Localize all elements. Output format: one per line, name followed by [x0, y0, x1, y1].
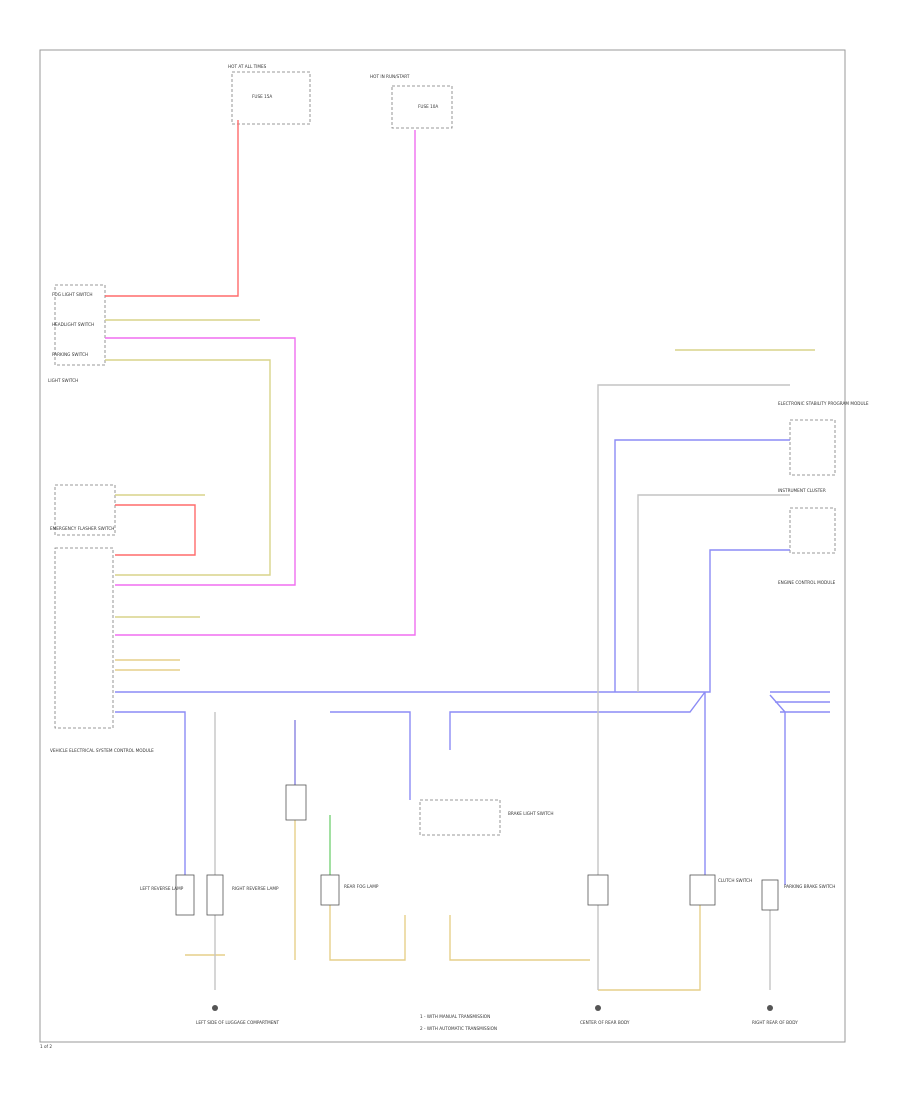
fuse-center-name: FUSE 10A	[418, 104, 438, 109]
wire-blue-left-reverse	[115, 711, 186, 880]
fuse-center-label: HOT IN RUN/START	[370, 74, 410, 79]
rear-fog-label: REAR FOG LAMP	[344, 884, 379, 889]
ground-center-label: CENTER OF REAR BODY	[580, 1020, 630, 1025]
clutch-switch	[689, 874, 716, 906]
module-right-1-box	[789, 419, 836, 476]
brake-switch-label: BRAKE LIGHT SWITCH	[508, 811, 553, 816]
wire-blue-brake	[449, 691, 706, 750]
wire-pink-headlight	[105, 337, 296, 586]
page-marker: 1 of 2	[40, 1044, 52, 1049]
brake-switch-box	[419, 799, 501, 836]
wire-pink-fuse	[115, 130, 416, 636]
left-reverse-lamp	[175, 874, 195, 916]
module-right-1-label: ELECTRONIC STABILITY PROGRAM MODULE	[778, 401, 869, 406]
fuse-left-label: HOT AT ALL TIMES	[228, 64, 267, 69]
wire-yellow-parking	[105, 359, 271, 576]
headlight-switch-label: HEADLIGHT SWITCH	[52, 322, 94, 327]
wire-red-top	[105, 120, 239, 297]
right-reverse-label: RIGHT REVERSE LAMP	[232, 886, 279, 891]
park-brake-switch	[761, 879, 779, 911]
foglight-switch-label: FOG LIGHT SWITCH	[52, 292, 93, 297]
wire-gray-cluster	[637, 494, 790, 692]
central-module-box	[54, 547, 114, 729]
central-module-label: VEHICLE ELECTRICAL SYSTEM CONTROL MODULE	[50, 748, 154, 753]
ground-center-icon	[595, 1005, 601, 1011]
reverse-connector	[285, 784, 307, 821]
wire-gray-brake	[597, 384, 790, 990]
flasher-switch-box	[54, 484, 116, 536]
flasher-switch-label: EMERGENCY FLASHER SWITCH	[50, 526, 114, 531]
wire-blue-esp	[614, 439, 790, 692]
fuse-left-name: FUSE 15A	[252, 94, 272, 99]
rear-fog-lamp	[320, 874, 340, 906]
light-switch-label: LIGHT SWITCH	[48, 378, 78, 383]
brake-lamp	[587, 874, 609, 906]
wire-red-flasher	[115, 504, 196, 556]
wire-blue-rear-fog	[330, 711, 411, 800]
wire-tan-clutch	[598, 905, 701, 991]
park-brake-label: PARKING BRAKE SWITCH	[784, 884, 835, 889]
left-reverse-label: LEFT REVERSE LAMP	[140, 886, 184, 891]
wire-blue-main	[115, 549, 790, 693]
ground-right-icon	[767, 1005, 773, 1011]
ground-right-label: RIGHT REAR OF BODY	[752, 1020, 798, 1025]
note-1: 1 - WITH MANUAL TRANSMISSION	[420, 1014, 490, 1019]
wire-tan-rear-fog	[329, 900, 406, 961]
wire-blue-park-brake	[769, 694, 786, 885]
module-right-2-label: INSTRUMENT CLUSTER	[778, 488, 826, 493]
ground-left-label: LEFT SIDE OF LUGGAGE COMPARTMENT	[196, 1020, 280, 1025]
ground-left-icon	[212, 1005, 218, 1011]
note-2: 2 - WITH AUTOMATIC TRANSMISSION	[420, 1026, 497, 1031]
module-right-3-label: ENGINE CONTROL MODULE	[778, 580, 836, 585]
light-switch-box	[54, 284, 106, 366]
clutch-switch-label: CLUTCH SWITCH	[718, 878, 752, 883]
wire-tan-brake	[449, 915, 590, 961]
right-reverse-lamp	[206, 874, 224, 916]
diagram-frame	[39, 49, 846, 1043]
parking-switch-label: PARKING SWITCH	[52, 352, 88, 357]
module-right-2-box	[789, 507, 836, 554]
fuse-box-center	[391, 85, 453, 129]
